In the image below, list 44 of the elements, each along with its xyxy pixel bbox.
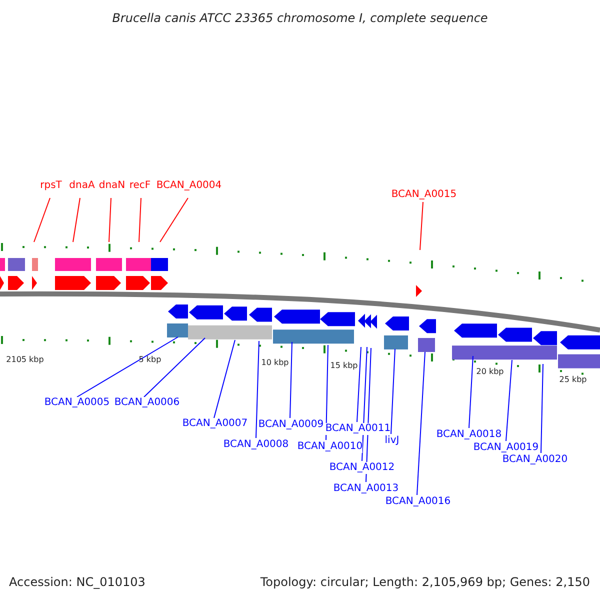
leader-line [420,202,424,250]
leader-line [356,346,362,422]
gene-label: BCAN_A0009 [258,419,324,431]
gene-label: BCAN_A0004 [156,180,222,192]
leader-line [138,198,142,242]
gene-label: BCAN_A0012 [329,462,395,474]
topology-text: Topology: circular; Length: 2,105,969 bp; Genes: 2,150 [260,576,590,588]
accession-text: Accession: NC_010103 [9,576,146,588]
scale-label: 20 kbp [476,366,504,378]
gene-label: BCAN_A0008 [223,439,289,451]
leader-line [34,198,50,242]
leader-line [72,198,80,242]
gene-label: BCAN_A0018 [436,429,502,441]
scale-label: 10 kbp [261,357,289,369]
leader-line [362,346,368,462]
leader-line [144,338,206,398]
leader-line [256,340,260,438]
scale-label: 15 kbp [330,360,358,372]
gene-label: rpsT [40,180,62,192]
title: Brucella canis ATCC 23365 chromosome I, complete sequence [112,12,488,24]
gene-label: BCAN_A0011 [325,423,391,435]
scale-label: 2105 kbp [6,354,44,366]
gene-label: BCAN_A0005 [44,397,110,409]
leader-line [326,344,328,440]
leader-line [468,356,474,428]
leader-line [76,336,178,398]
gene-label: BCAN_A0006 [114,397,180,409]
gene-label: BCAN_A0016 [385,496,451,508]
gene-label: BCAN_A0013 [333,483,399,495]
scale-label: 25 kbp [559,374,587,386]
gene-label: BCAN_A0019 [473,442,539,454]
leader-line [160,198,188,242]
leader-line [540,364,544,454]
gene-label: BCAN_A0015 [391,189,457,201]
gene-label: BCAN_A0010 [297,441,363,453]
gene-label: livJ [384,435,400,447]
leader-line [214,340,236,418]
leader-line [390,348,396,434]
leader-line [416,352,426,496]
gene-label: BCAN_A0007 [182,418,248,430]
leader-line [506,360,512,442]
gene-label: BCAN_A0020 [502,454,568,466]
leader-line [290,342,292,418]
leader-line [108,198,112,242]
